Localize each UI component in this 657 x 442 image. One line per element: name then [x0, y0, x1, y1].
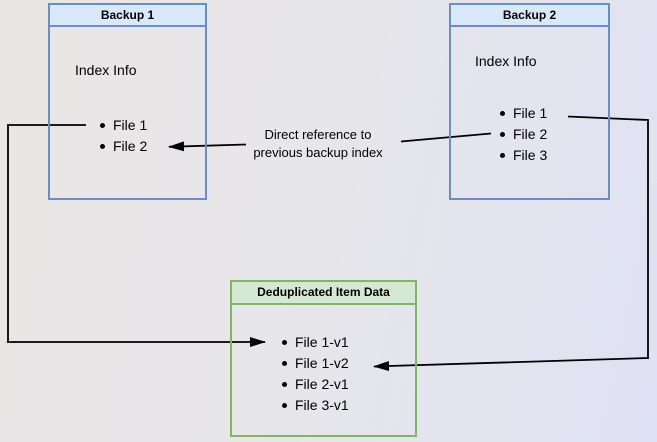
- list-item: File 2: [99, 136, 147, 157]
- edge-backup1-file1-to-dedup: [7, 124, 266, 347]
- list-item: File 3: [499, 145, 547, 166]
- list-item: File 3-v1: [282, 395, 349, 416]
- direct-reference-label: Direct reference to previous backup inde…: [238, 126, 398, 162]
- list-item: File 1-v1: [282, 332, 349, 353]
- backup-1-index-info-label: Index Info: [75, 62, 137, 78]
- backup-2-index-info-label: Index Info: [475, 53, 537, 69]
- edge-direct-reference-right-segment: [400, 132, 492, 143]
- list-item: File 2: [499, 124, 547, 145]
- node-backup-1-title: Backup 1: [50, 5, 205, 27]
- list-item: File 1: [99, 115, 147, 136]
- node-deduplicated-item-data-title: Deduplicated Item Data: [232, 282, 415, 305]
- direct-reference-label-line-1: Direct reference to: [264, 127, 372, 142]
- edge-direct-reference-left-segment: [168, 141, 247, 152]
- direct-reference-label-line-2: previous backup index: [253, 145, 383, 160]
- list-item: File 2-v1: [282, 374, 349, 395]
- node-backup-2-title: Backup 2: [451, 5, 608, 27]
- list-item: File 1-v2: [282, 353, 349, 374]
- list-item: File 1: [499, 103, 547, 124]
